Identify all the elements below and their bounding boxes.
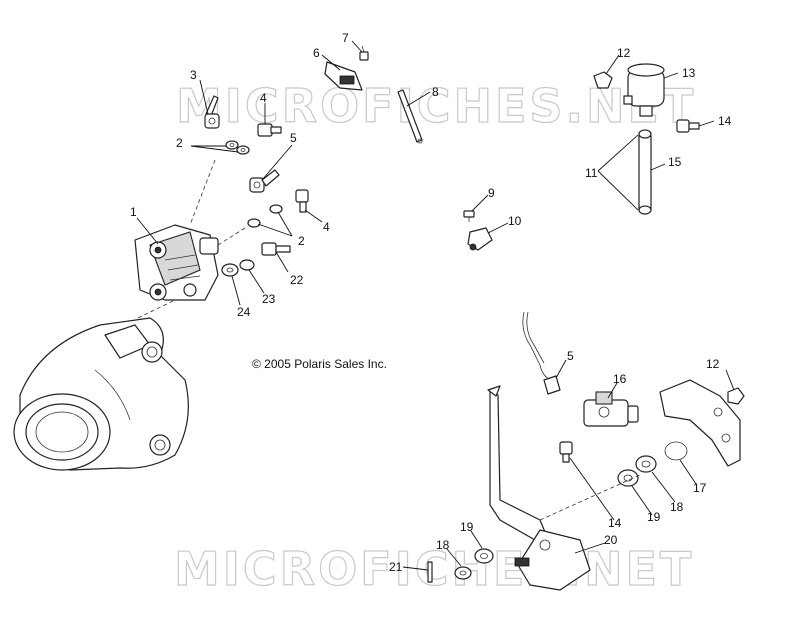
washer-18-lower <box>454 566 472 580</box>
callout-6: 6 <box>313 46 320 60</box>
pedal-bracket <box>659 379 741 467</box>
washer-18-right <box>635 455 657 473</box>
washers-upper <box>225 140 250 155</box>
callout-11: 11 <box>585 166 598 180</box>
clip-7 <box>359 45 369 61</box>
brake-line-8 <box>397 89 423 144</box>
brake-caliper <box>134 224 219 301</box>
callout-4-lower: 4 <box>323 220 330 234</box>
callout-23: 23 <box>262 292 276 306</box>
washer-23 <box>239 259 255 271</box>
callout-17: 17 <box>693 481 707 495</box>
callout-4-upper: 4 <box>260 91 267 105</box>
cap-12-upper <box>593 71 613 89</box>
assembly-line-pedal <box>539 474 641 521</box>
callout-24: 24 <box>237 305 251 319</box>
master-cylinder-16 <box>583 391 639 427</box>
callout-13: 13 <box>682 66 696 80</box>
callout-14-lower: 14 <box>608 516 622 530</box>
callout-18-right: 18 <box>670 500 684 514</box>
assembly-line-knuckle <box>137 299 176 319</box>
callout-20: 20 <box>604 533 618 547</box>
clamp-10 <box>467 227 493 251</box>
washers-middle <box>247 204 283 228</box>
callout-5-upper: 5 <box>290 131 297 145</box>
callout-2-upper: 2 <box>176 136 183 150</box>
watermark-bottom: MICROFICHES.NET <box>174 542 694 596</box>
bolt-upper <box>257 123 282 137</box>
assembly-line-washer <box>189 159 216 226</box>
washer-24 <box>221 263 239 277</box>
cap-12-lower <box>727 387 745 405</box>
bleeder-fitting <box>204 95 220 129</box>
bolt-22 <box>261 242 291 256</box>
hose-15 <box>638 129 652 215</box>
snap-ring-17 <box>664 441 688 461</box>
callout-labels: 1 2 2 3 4 4 5 5 6 7 8 9 10 11 12 12 13 1… <box>130 31 732 574</box>
pad-pin-6 <box>324 61 363 91</box>
callout-19-lower: 19 <box>460 520 474 534</box>
callout-16: 16 <box>613 372 627 386</box>
callout-5-lower: 5 <box>567 349 574 363</box>
callout-18-lower: 18 <box>436 538 450 552</box>
callout-22: 22 <box>290 273 304 287</box>
callout-leaders <box>136 40 735 571</box>
bolt-14-lower <box>559 441 573 463</box>
knuckle-housing <box>13 317 189 471</box>
callout-2-lower: 2 <box>298 234 305 248</box>
callout-14-upper: 14 <box>718 114 732 128</box>
callout-8: 8 <box>432 85 439 99</box>
callout-21: 21 <box>389 560 403 574</box>
cotter-pin-21 <box>427 561 433 583</box>
callout-10: 10 <box>508 214 522 228</box>
callout-19-right: 19 <box>647 510 661 524</box>
callout-7: 7 <box>342 31 349 45</box>
assembly-line-washer-mid <box>217 227 246 246</box>
callout-1: 1 <box>130 205 137 219</box>
banjo-fitting-upper <box>249 169 280 193</box>
screw-9 <box>463 210 475 222</box>
callout-3: 3 <box>190 68 197 82</box>
reservoir-13 <box>623 63 665 117</box>
callout-12-upper: 12 <box>617 46 631 60</box>
copyright-notice: © 2005 Polaris Sales Inc. <box>252 357 387 371</box>
callout-15: 15 <box>668 155 682 169</box>
bushing-19-lower <box>474 548 494 564</box>
brake-pedal-20 <box>487 385 591 591</box>
bolt-middle <box>295 189 309 213</box>
callout-12-lower: 12 <box>706 357 720 371</box>
callout-9: 9 <box>488 186 495 200</box>
bushing-19-right <box>617 469 639 487</box>
brake-line-lower <box>522 311 561 395</box>
